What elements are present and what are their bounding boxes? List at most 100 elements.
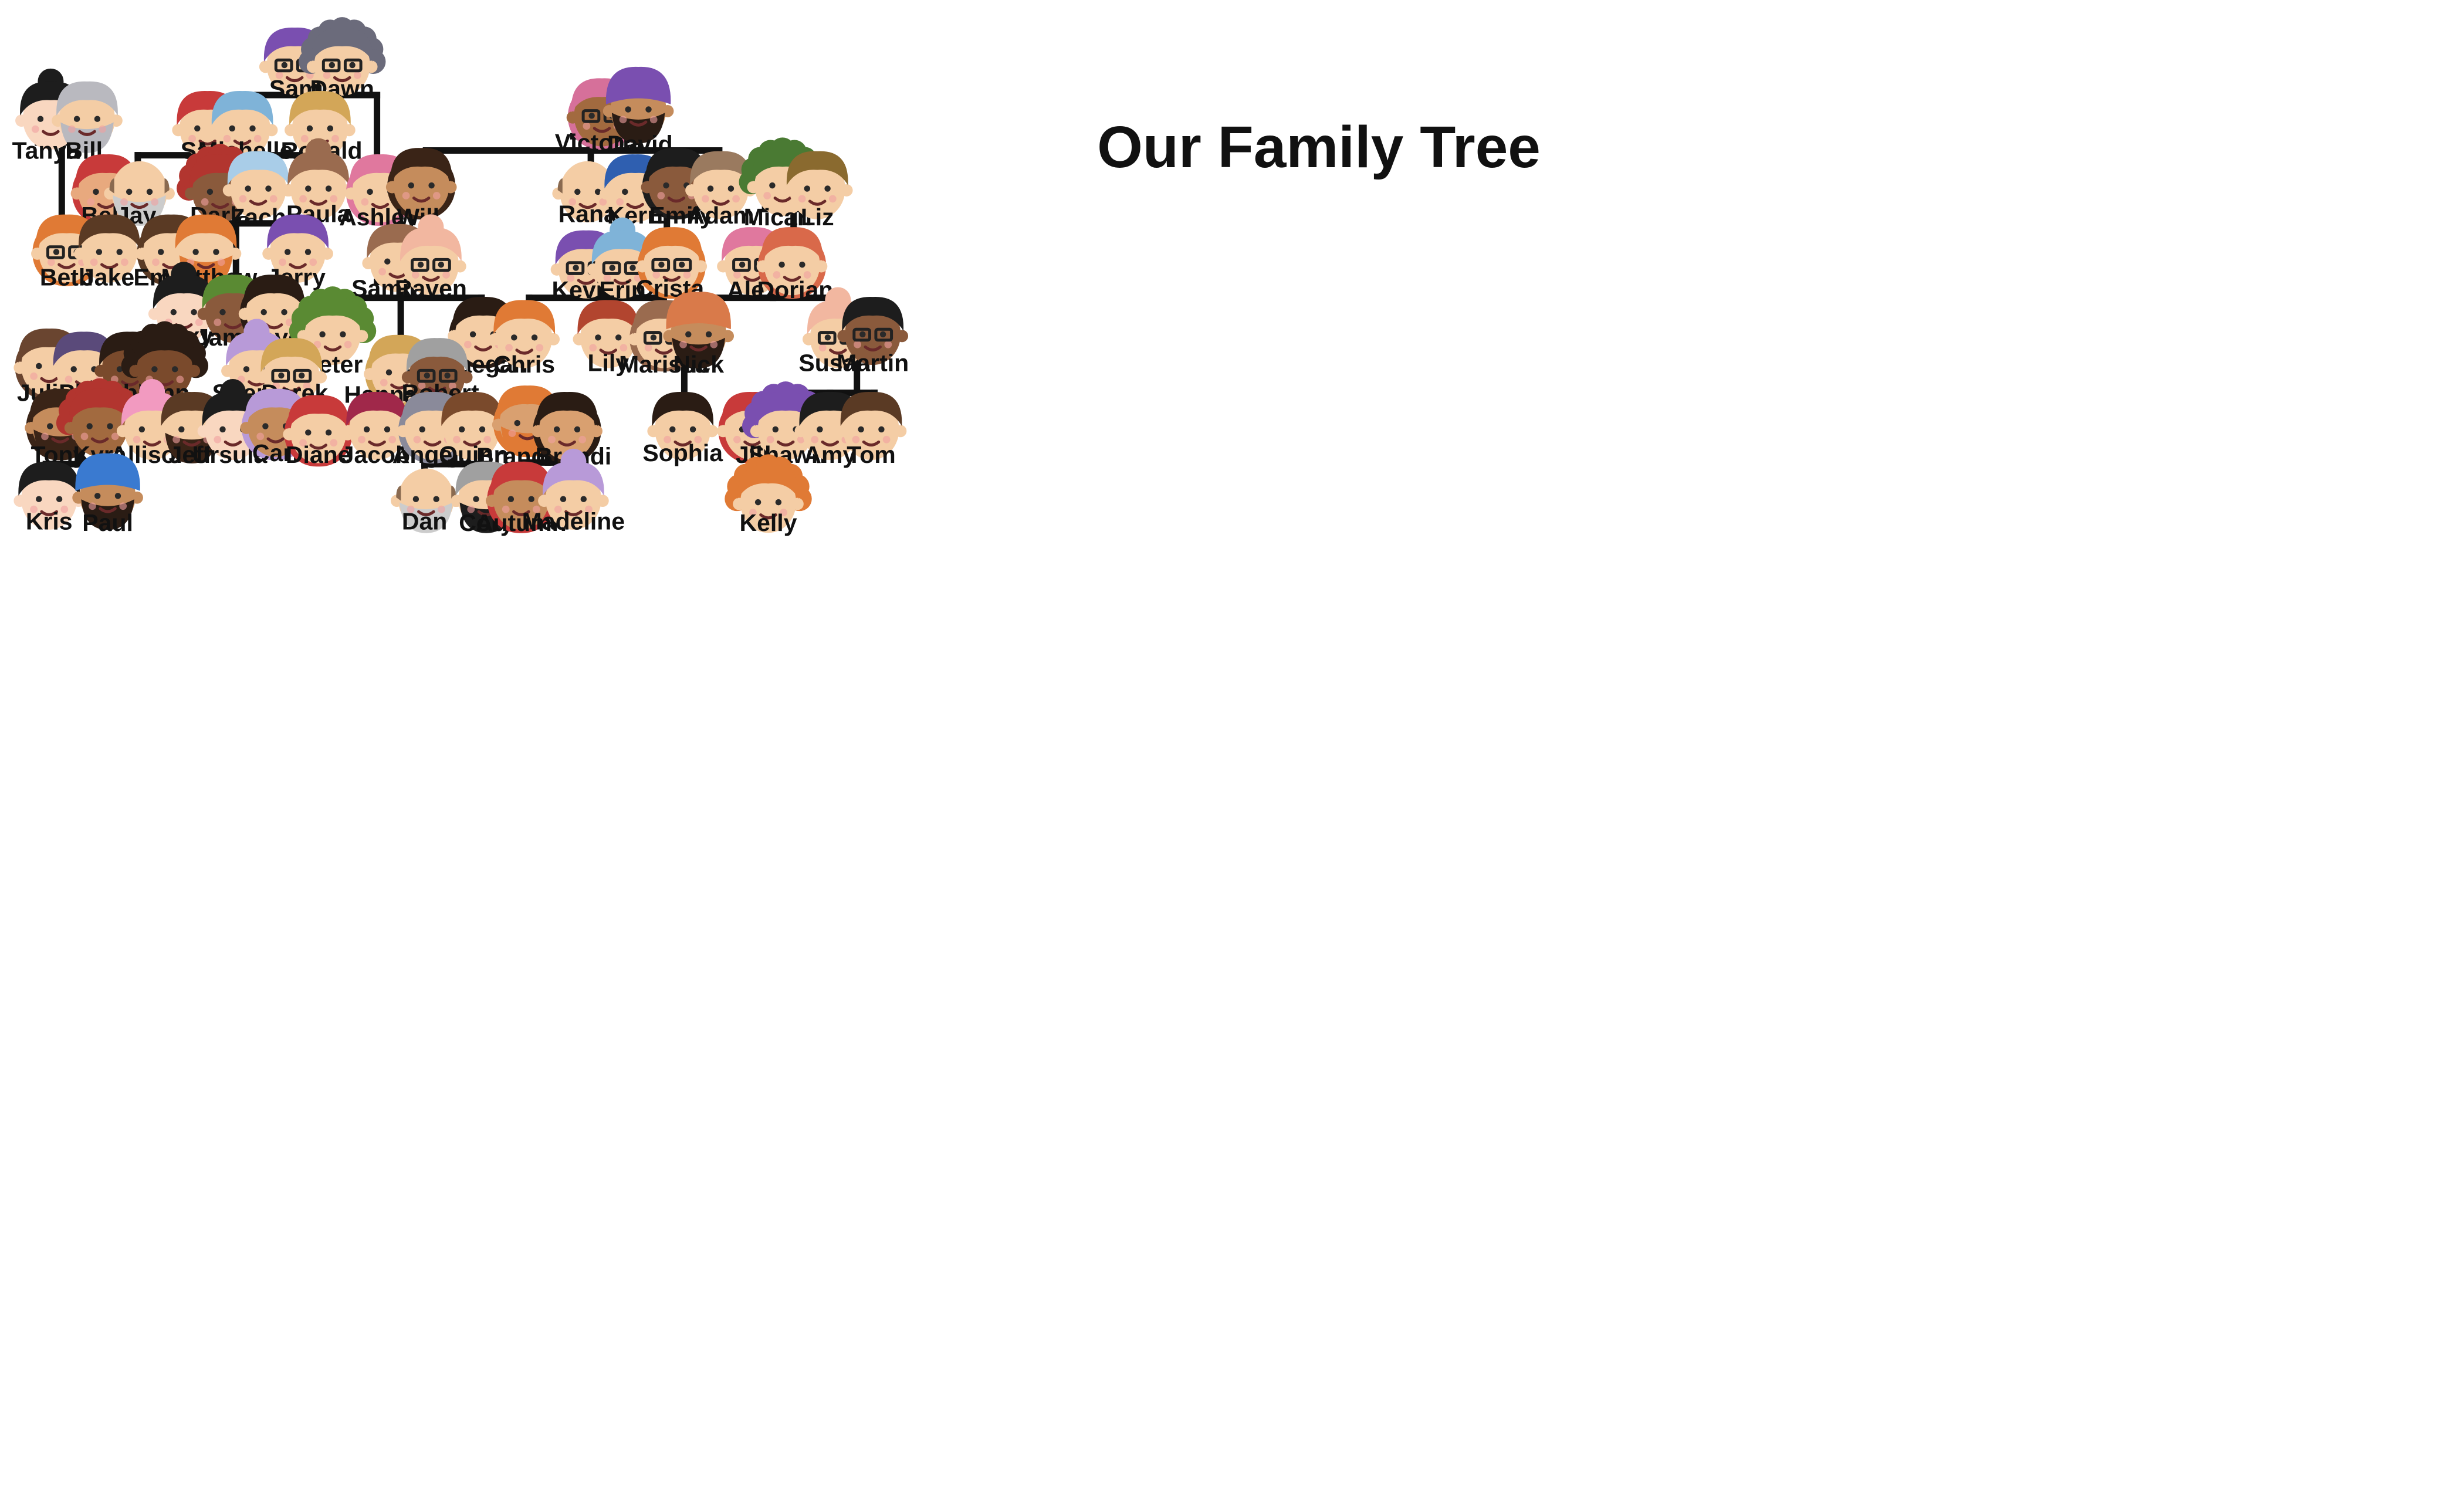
smile [309, 199, 327, 206]
side-hair [164, 178, 170, 194]
smile [689, 345, 708, 352]
face [304, 303, 361, 365]
eye [625, 106, 631, 113]
cheek [30, 372, 38, 380]
cheek [589, 344, 597, 352]
eye [424, 372, 431, 379]
top-hair [346, 391, 408, 427]
smile [662, 276, 681, 282]
eye [86, 423, 93, 429]
smile [333, 76, 351, 83]
smile [197, 263, 215, 269]
person-chris: Chris [489, 300, 560, 378]
cheek [749, 509, 757, 516]
cheek [120, 198, 128, 206]
person-name: Jacob [341, 441, 411, 468]
person-sophia: Sophia [642, 391, 723, 466]
eye [349, 62, 356, 69]
cheek [657, 192, 665, 199]
glasses-lens [673, 258, 692, 272]
cheek [402, 192, 410, 199]
eye [804, 185, 811, 192]
person-avatar [837, 296, 909, 365]
face [594, 237, 651, 299]
eye [858, 426, 864, 433]
smile [808, 199, 827, 206]
glasses-lens [643, 331, 662, 345]
smile [224, 440, 242, 447]
top-hair [78, 214, 140, 249]
smile [121, 380, 139, 387]
person-avatar [283, 395, 354, 467]
smile [629, 120, 648, 127]
people-layer: SamDawnTanyaBillSamMichelleRonaldVictori… [12, 17, 909, 536]
eye [213, 249, 219, 255]
eye [775, 499, 782, 506]
top-hair [69, 388, 131, 423]
eye [319, 331, 326, 338]
face [402, 233, 459, 296]
cheek [649, 116, 658, 124]
eye [36, 363, 42, 370]
cheek [483, 435, 492, 444]
cheek [253, 134, 262, 143]
top-hair [53, 331, 115, 366]
glasses-lens [343, 58, 363, 73]
smile [130, 202, 148, 209]
person-peter: Peter [289, 286, 377, 378]
smile [99, 507, 117, 513]
cheek [89, 502, 96, 510]
eye [417, 261, 424, 268]
person-avatar [262, 214, 333, 283]
eye [329, 62, 336, 69]
cheek [811, 435, 819, 444]
glasses-lens [581, 109, 601, 123]
top-hair [161, 391, 223, 427]
cheek [599, 198, 607, 206]
eye [116, 249, 123, 255]
eye [305, 185, 312, 192]
smile [51, 437, 69, 444]
cheek [732, 195, 740, 203]
face [655, 398, 711, 461]
eye [580, 496, 587, 502]
side-hair [396, 485, 401, 501]
person-avatar [532, 391, 603, 463]
person-dorian: Dorian [756, 227, 833, 303]
eye [433, 496, 439, 502]
person-lily: Lily [573, 300, 644, 376]
person-tom: Tom [835, 391, 907, 468]
person-avatar [72, 453, 143, 530]
cheek [733, 271, 741, 279]
person-avatar [285, 90, 356, 160]
eye [553, 426, 560, 433]
eye [219, 426, 226, 433]
cheek [798, 195, 806, 203]
eye [878, 426, 885, 433]
smile [390, 383, 408, 390]
eye [479, 426, 486, 433]
top-hair [311, 27, 373, 62]
cheek [68, 125, 76, 133]
eye [325, 185, 332, 192]
cheek [780, 509, 787, 516]
person-avatar [573, 300, 644, 368]
person-name: Tom [847, 441, 896, 468]
cheek [763, 192, 771, 199]
person-name: Chris [493, 351, 555, 378]
top-hair [754, 391, 817, 427]
cheek [828, 195, 837, 203]
person-name: Rana [559, 201, 618, 228]
cheek [60, 505, 69, 513]
top-hair [245, 388, 307, 423]
eye [284, 249, 291, 255]
eye [511, 334, 517, 341]
eye [243, 366, 250, 373]
glasses-lens [271, 368, 290, 383]
top-hair [652, 391, 714, 427]
eye [469, 331, 476, 338]
top-hair [267, 214, 329, 249]
smile [821, 440, 840, 447]
person-zach: Zach [222, 151, 294, 231]
eye [594, 188, 601, 195]
